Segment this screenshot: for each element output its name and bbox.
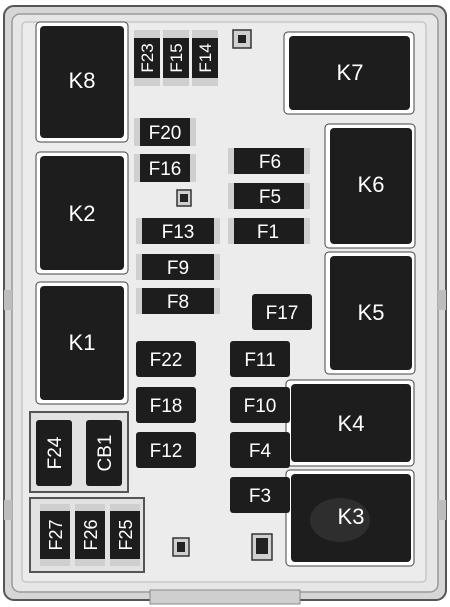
fuse-f6: F6 (228, 148, 310, 174)
relay-label-k8: K8 (69, 68, 96, 93)
fuse-label-f15: F15 (167, 43, 186, 72)
fuse-label-f22: F22 (150, 350, 183, 371)
fuse-f14: F14 (192, 30, 218, 86)
fuse-f26: F26 (75, 504, 105, 566)
fuse-f10: F10 (230, 387, 290, 423)
fuse-label-f10: F10 (244, 396, 277, 417)
connector-terminal (251, 533, 273, 561)
fuse-f1: F1 (228, 218, 310, 244)
relay-label-k7: K7 (337, 60, 364, 85)
fuse-label-f1: F1 (257, 222, 279, 243)
fuse-f24: F24 (36, 420, 72, 486)
relay-k7: K7 (283, 31, 415, 115)
fuse-label-f5: F5 (259, 187, 281, 208)
fuse-label-f17: F17 (266, 303, 299, 324)
fuse-f8: F8 (136, 288, 220, 314)
fuse-f12: F12 (136, 432, 196, 468)
fuse-label-f14: F14 (196, 43, 215, 72)
fuse-f13: F13 (136, 218, 220, 244)
relay-k6: K6 (324, 123, 416, 249)
fuse-label-f27: F27 (46, 519, 66, 550)
fuse-label-f9: F9 (167, 258, 189, 279)
relay-label-k1: K1 (69, 330, 96, 355)
fuse-f23: F23 (134, 30, 160, 86)
fuse-f4: F4 (230, 432, 290, 468)
relay-k3: K3 (285, 469, 415, 567)
fuse-label-f24: F24 (45, 436, 66, 469)
fuse-label-f20: F20 (149, 123, 182, 144)
connector-terminal (172, 537, 190, 557)
fuse-label-f3: F3 (249, 486, 271, 507)
circuit-breaker-cb1: CB1 (86, 420, 122, 486)
circuit-breaker-label-cb1: CB1 (95, 435, 116, 472)
fuse-f5: F5 (228, 183, 310, 209)
fuse-f27: F27 (40, 504, 70, 566)
relay-label-k5: K5 (358, 300, 385, 325)
fuse-f16: F16 (134, 154, 196, 182)
fuse-f17: F17 (252, 294, 312, 330)
relay-label-k2: K2 (69, 201, 96, 226)
fuse-label-f8: F8 (167, 292, 189, 313)
fuse-f15: F15 (163, 30, 189, 86)
fuse-label-f4: F4 (249, 441, 272, 462)
relay-k4: K4 (285, 379, 415, 467)
fuse-label-f13: F13 (162, 222, 195, 243)
fuse-f25: F25 (110, 504, 140, 566)
fuse-f20: F20 (134, 118, 196, 146)
fuse-label-f26: F26 (81, 519, 101, 550)
fuse-f18: F18 (136, 387, 196, 423)
relay-label-k6: K6 (358, 172, 385, 197)
fuse-label-f16: F16 (149, 159, 182, 180)
fuse-label-f12: F12 (150, 441, 183, 462)
relay-k8: K8 (35, 21, 129, 143)
fuse-label-f6: F6 (259, 152, 281, 173)
connector-terminal (176, 189, 192, 207)
relay-k1: K1 (35, 281, 129, 405)
relay-label-k4: K4 (338, 411, 365, 436)
fuse-f22: F22 (136, 341, 196, 377)
relay-label-k3: K3 (338, 504, 365, 529)
fuse-f9: F9 (136, 254, 220, 280)
fuse-label-f25: F25 (116, 519, 136, 550)
fuse-f3: F3 (230, 477, 290, 513)
fuse-label-f23: F23 (138, 43, 157, 72)
fuse-label-f18: F18 (150, 396, 183, 417)
fuse-f11: F11 (230, 341, 290, 377)
connector-terminal (232, 29, 252, 49)
relay-k2: K2 (35, 151, 129, 275)
relay-k5: K5 (324, 251, 416, 375)
fuse-label-f11: F11 (244, 350, 275, 371)
